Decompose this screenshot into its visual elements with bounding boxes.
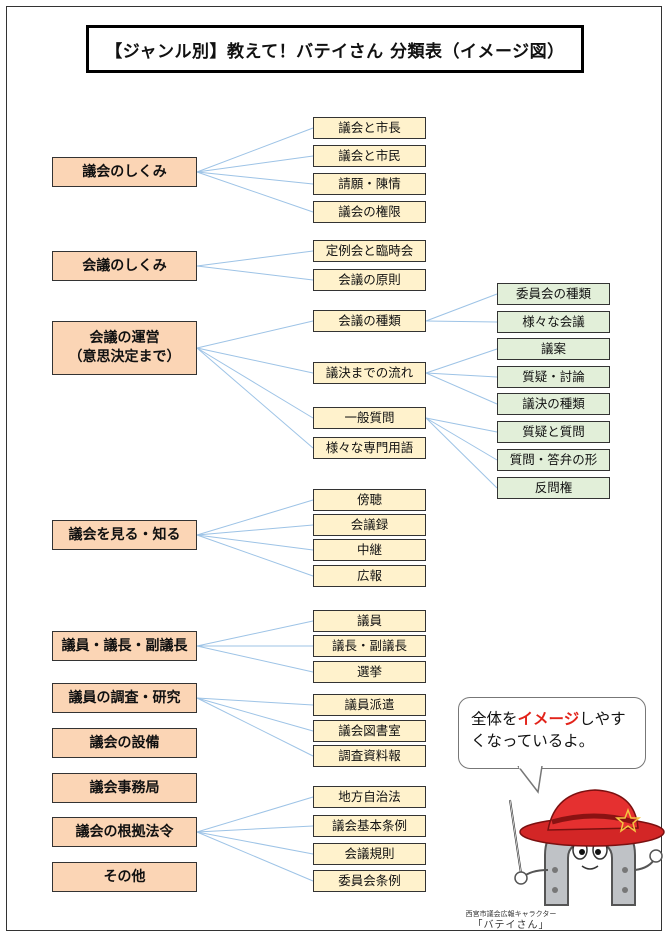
sub-node: 議会基本条例 xyxy=(313,815,426,837)
category-legal-basis: 議会の根拠法令 xyxy=(52,817,197,847)
credit-line1: 西宮市議会広報キャラクター xyxy=(465,910,557,918)
category-meeting-operation-label: 会議の運営 xyxy=(89,330,160,347)
leaf-node: 議決の種類 xyxy=(497,393,610,415)
link xyxy=(196,524,314,536)
category-members-chair: 議員・議長・副議長 xyxy=(52,631,197,661)
leaf-node: 委員会の種類 xyxy=(497,283,610,305)
link xyxy=(196,697,314,757)
link xyxy=(196,171,314,185)
sub-node: 議員 xyxy=(313,610,426,632)
sub-node: 地方自治法 xyxy=(313,786,426,808)
speech-bubble: 全体をイメージしやすくなっているよ。 xyxy=(458,697,646,769)
sub-node: 議会の権限 xyxy=(313,201,426,223)
category-secretariat: 議会事務局 xyxy=(52,773,197,803)
link xyxy=(196,347,314,374)
link xyxy=(196,155,314,173)
sub-node: 選挙 xyxy=(313,661,426,683)
link xyxy=(196,831,314,882)
leaf-node: 質疑と質問 xyxy=(497,421,610,443)
link xyxy=(196,645,314,673)
leaf-node: 質問・答弁の形 xyxy=(497,449,610,471)
link xyxy=(196,534,314,551)
mascot-horseshoe-icon xyxy=(509,789,665,906)
link xyxy=(196,127,314,173)
category-observe-learn: 議会を見る・知る xyxy=(52,520,197,550)
link xyxy=(196,347,314,449)
sub-node: 会議の種類 xyxy=(313,310,426,332)
page-title: 【ジャンル別】教えて！バテイさん 分類表（イメージ図） xyxy=(86,25,584,73)
bubble-text-post: しやすくなっているよ。 xyxy=(471,710,626,751)
sub-node: 会議の原則 xyxy=(313,269,426,291)
link xyxy=(196,620,314,647)
sub-node: 会議規則 xyxy=(313,843,426,865)
sub-node: 会議録 xyxy=(313,514,426,536)
leaf-node: 反問権 xyxy=(497,477,610,499)
link xyxy=(196,534,314,577)
category-council-facilities: 議会の設備 xyxy=(52,728,197,758)
link xyxy=(196,347,314,419)
leaf-node: 質疑・討論 xyxy=(497,366,610,388)
sub-node: 広報 xyxy=(313,565,426,587)
sub-node: 請願・陳情 xyxy=(313,173,426,195)
link xyxy=(425,372,498,378)
link xyxy=(425,417,498,461)
link xyxy=(196,697,314,706)
link xyxy=(425,348,498,374)
sub-node: 議会と市長 xyxy=(313,117,426,139)
sub-node: 調査資料報 xyxy=(313,745,426,767)
sub-node: 議決までの流れ xyxy=(313,362,426,384)
link xyxy=(425,293,498,322)
link xyxy=(196,171,314,213)
link xyxy=(196,825,314,833)
sub-node: 一般質問 xyxy=(313,407,426,429)
sub-node: 定例会と臨時会 xyxy=(313,240,426,262)
sub-node: 議長・副議長 xyxy=(313,635,426,657)
link xyxy=(425,372,498,405)
link xyxy=(196,499,314,536)
sub-node: 議会と市民 xyxy=(313,145,426,167)
sub-node: 様々な専門用語 xyxy=(313,437,426,459)
category-member-research: 議員の調査・研究 xyxy=(52,683,197,713)
link xyxy=(196,697,314,732)
category-other: その他 xyxy=(52,862,197,892)
speech-bubble-tail xyxy=(517,766,543,794)
link xyxy=(425,417,498,433)
bubble-text-accent: イメージ xyxy=(517,710,580,728)
sub-node: 議員派遣 xyxy=(313,694,426,716)
link xyxy=(196,320,314,349)
mascot-credit: 西宮市議会広報キャラクター 「バテイさん」 xyxy=(456,910,566,932)
credit-line2: 「バテイさん」 xyxy=(472,920,550,932)
link xyxy=(425,320,498,323)
page-border xyxy=(6,6,662,931)
sub-node: 中継 xyxy=(313,539,426,561)
category-meeting-operation-sublabel: （意思決定まで） xyxy=(68,349,181,365)
category-meeting-operation: 会議の運営 （意思決定まで） xyxy=(52,321,197,375)
link xyxy=(196,265,314,281)
category-council-structure: 議会のしくみ xyxy=(52,157,197,187)
leaf-node: 様々な会議 xyxy=(497,311,610,333)
link xyxy=(196,250,314,267)
link xyxy=(196,831,314,855)
leaf-node: 議案 xyxy=(497,338,610,360)
sub-node: 委員会条例 xyxy=(313,870,426,892)
sub-node: 傍聴 xyxy=(313,489,426,511)
category-meeting-structure: 会議のしくみ xyxy=(52,251,197,281)
link xyxy=(425,417,498,489)
sub-node: 議会図書室 xyxy=(313,720,426,742)
bubble-text-pre: 全体を xyxy=(471,710,518,728)
link xyxy=(196,796,314,833)
